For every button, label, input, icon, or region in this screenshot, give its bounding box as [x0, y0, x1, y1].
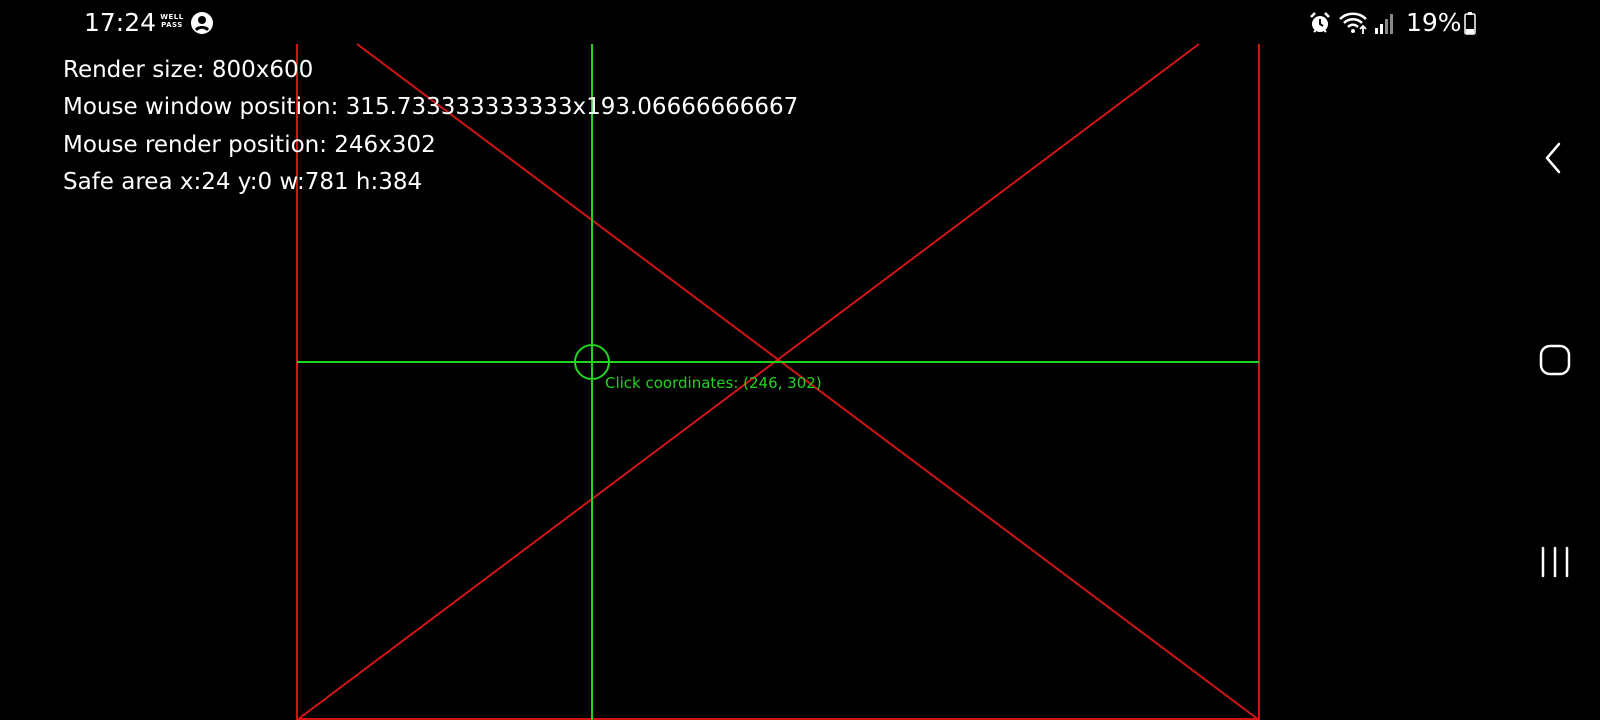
mouse-render-position-text: Mouse render position: 246x302 — [63, 132, 436, 158]
safe-area-text: Safe area x:24 y:0 w:781 h:384 — [63, 169, 423, 195]
status-bar: 17:24 WELL PASS 19% — [0, 0, 1600, 44]
diagonal-line-1 — [356, 43, 1260, 720]
signal-icon — [1375, 14, 1393, 34]
account-circle-icon — [191, 12, 213, 34]
status-icons: 19% — [1308, 8, 1476, 38]
diagonal-line-2 — [296, 43, 1200, 720]
wellpass-badge-line1: WELL — [160, 13, 184, 21]
alarm-icon — [1310, 12, 1330, 33]
battery-icon — [1463, 12, 1476, 35]
mouse-window-position-text: Mouse window position: 315.733333333333x… — [63, 94, 799, 120]
wellpass-badge-line2: PASS — [161, 21, 183, 29]
back-icon[interactable] — [1535, 138, 1575, 178]
status-time: 17:24 — [84, 8, 157, 37]
wellpass-badge-icon: WELL PASS — [160, 13, 184, 29]
recents-icon[interactable] — [1535, 542, 1575, 582]
home-icon[interactable] — [1535, 340, 1575, 380]
click-marker-circle — [574, 344, 610, 380]
click-coordinates-label: Click coordinates: (246, 302) — [605, 374, 822, 392]
wifi-icon — [1339, 12, 1367, 34]
render-size-text: Render size: 800x600 — [63, 57, 314, 83]
battery-percent: 19% — [1406, 8, 1462, 37]
